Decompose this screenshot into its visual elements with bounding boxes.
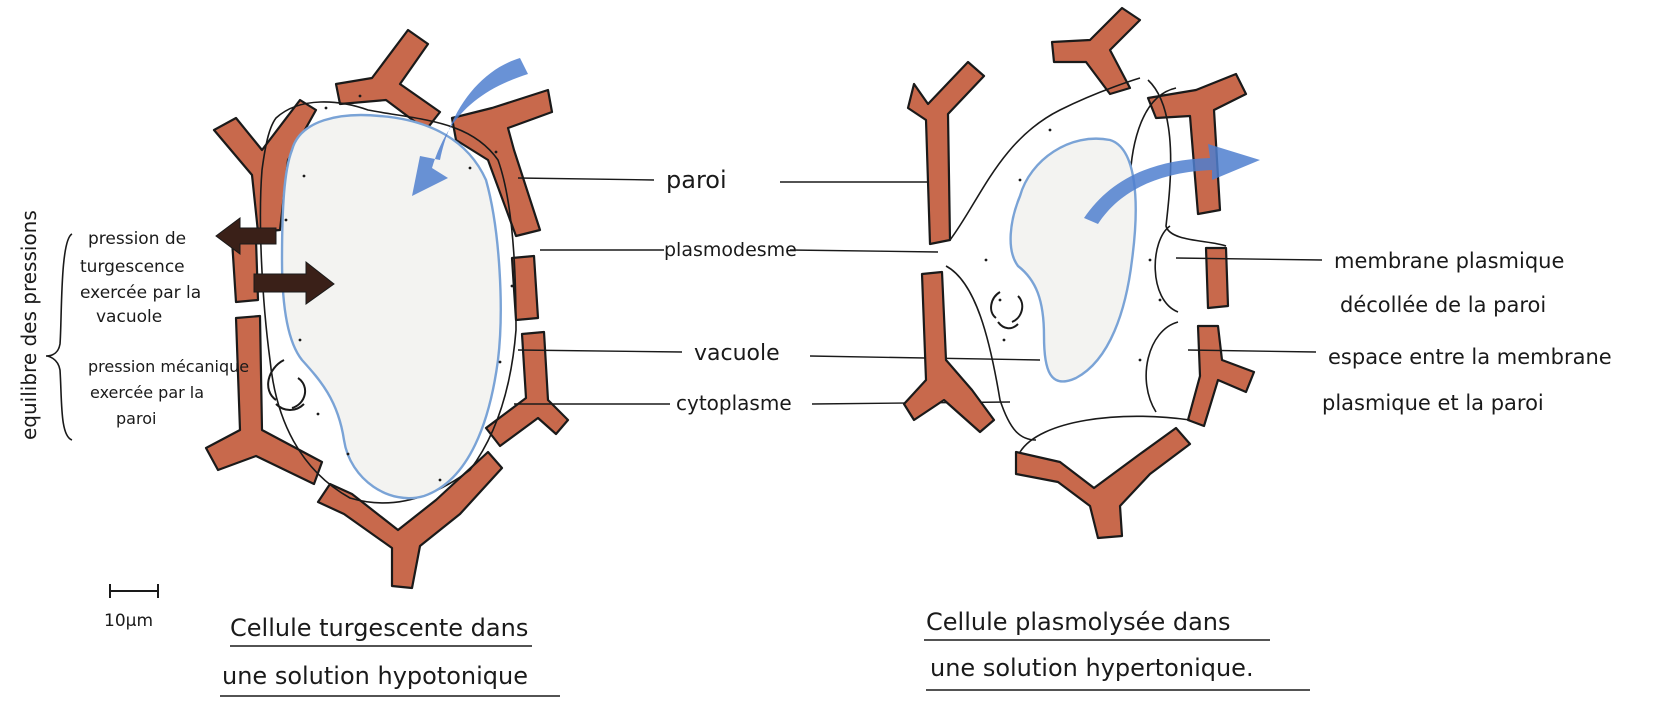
leader-line bbox=[518, 178, 654, 180]
mechanical-pressure-line1: pression mécanique bbox=[88, 357, 249, 376]
mechanical-pressure-line2: exercée par la bbox=[90, 383, 204, 402]
label-vacuole: vacuole bbox=[694, 341, 780, 366]
pressure-annotation: equilibre des pressions pression de turg… bbox=[17, 210, 249, 440]
label-paroi: paroi bbox=[666, 166, 727, 194]
turgor-pressure-line4: vacuole bbox=[96, 307, 162, 327]
detached-plasma-membrane bbox=[1130, 88, 1178, 412]
wall-segment bbox=[1206, 248, 1228, 308]
right-caption-line2: une solution hypertonique. bbox=[930, 654, 1254, 682]
wall-segment bbox=[908, 62, 984, 244]
leader-line bbox=[790, 250, 938, 252]
plasmolysed-cell bbox=[904, 8, 1260, 538]
turgescent-cell bbox=[206, 30, 568, 588]
wall-segment bbox=[1188, 326, 1254, 426]
label-cytoplasme: cytoplasme bbox=[676, 391, 792, 415]
turgor-pressure-line1: pression de bbox=[88, 229, 186, 249]
label-space-line2: plasmique et la paroi bbox=[1322, 391, 1544, 415]
mechanical-pressure-line3: paroi bbox=[116, 409, 156, 428]
label-plasmodesme: plasmodesme bbox=[664, 239, 797, 261]
label-membrane-line2: décollée de la paroi bbox=[1340, 293, 1546, 317]
equilibrium-label: equilibre des pressions bbox=[17, 210, 41, 440]
vacuole-plasmolysed bbox=[1011, 139, 1136, 382]
scale-label: 10µm bbox=[104, 611, 153, 631]
turgor-pressure-line3: exercée par la bbox=[80, 283, 201, 303]
wall-segment bbox=[904, 272, 994, 432]
right-caption: Cellule plasmolysée dans une solution hy… bbox=[924, 608, 1310, 690]
left-caption-line2: une solution hypotonique bbox=[222, 662, 528, 690]
right-caption-line1: Cellule plasmolysée dans bbox=[926, 608, 1231, 636]
brace bbox=[46, 234, 72, 440]
label-membrane-line1: membrane plasmique bbox=[1334, 249, 1564, 273]
vacuole-turgescent bbox=[282, 115, 501, 498]
wall-segment bbox=[1148, 74, 1246, 214]
label-space-line1: espace entre la membrane bbox=[1328, 345, 1612, 369]
organelle bbox=[991, 292, 1022, 328]
wall-segment bbox=[1052, 8, 1140, 94]
turgor-pressure-line2: turgescence bbox=[80, 257, 185, 277]
left-caption: Cellule turgescente dans une solution hy… bbox=[220, 614, 560, 696]
leader-line bbox=[1176, 258, 1322, 260]
scale-bar: 10µm bbox=[104, 584, 158, 631]
wall-segment bbox=[1016, 428, 1190, 538]
left-caption-line1: Cellule turgescente dans bbox=[230, 614, 528, 642]
